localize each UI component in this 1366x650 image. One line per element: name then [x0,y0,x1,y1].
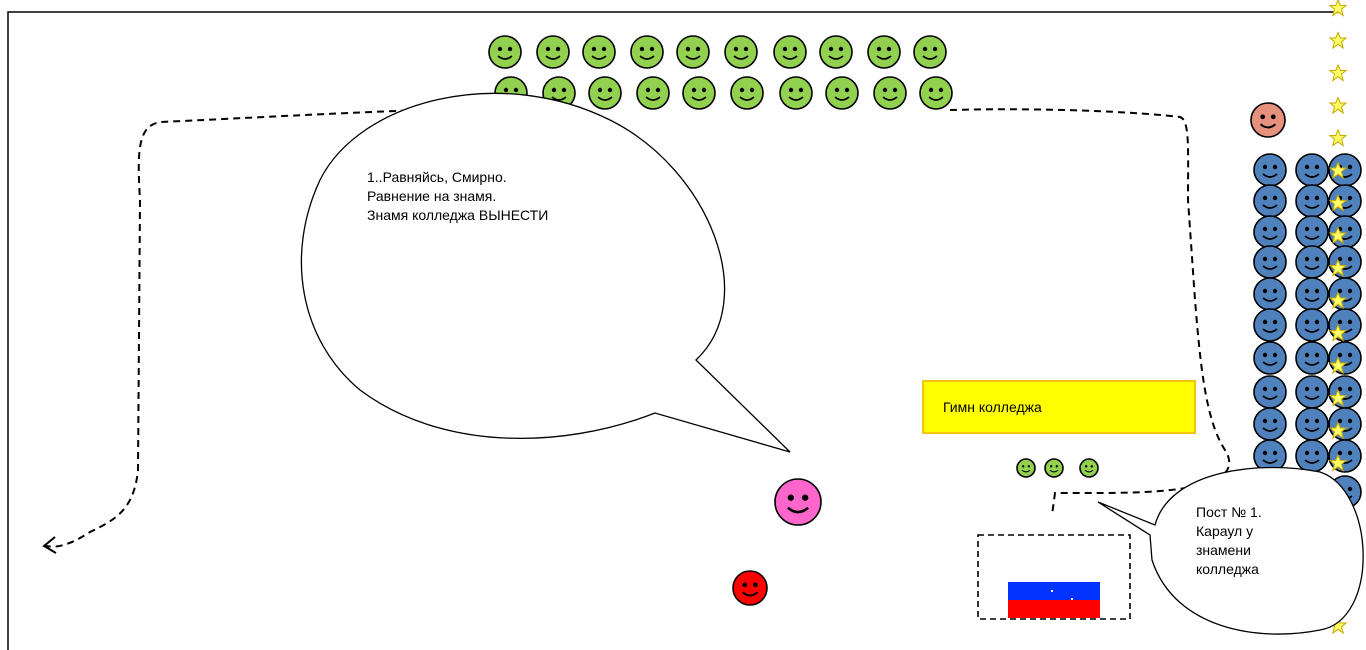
blue-smiley [1295,184,1329,218]
route-arrowhead [42,536,57,554]
blue-smiley [1295,308,1329,342]
blue-smiley [1253,308,1287,342]
blue-smiley [1295,245,1329,279]
star-icon [1329,64,1347,81]
blue-smiley [1253,341,1287,375]
guard-post-area [977,534,1131,620]
green-smiley [730,76,764,110]
blue-smiley [1295,439,1329,473]
blue-smiley [1253,245,1287,279]
green-smiley [676,35,710,69]
green-smiley [582,35,616,69]
green-smiley [724,35,758,69]
flag-red-stripe [1008,600,1100,618]
red-smiley [732,570,768,606]
blue-smiley [1328,215,1362,249]
guard-smiley [1016,458,1036,478]
speech-bubble-post [1097,466,1364,635]
area-border [7,11,1340,650]
blue-smiley [1253,277,1287,311]
blue-smiley [1295,341,1329,375]
green-smiley [913,35,947,69]
green-smiley [773,35,807,69]
green-smiley [588,76,622,110]
anthem-box [922,380,1196,434]
speaker-smiley [774,478,822,526]
green-smiley [779,76,813,110]
star-icon [1329,97,1347,114]
blue-smiley [1253,375,1287,409]
green-smiley [919,76,953,110]
anthem-label: Гимн колледжа [943,399,1042,415]
blue-smiley [1295,277,1329,311]
post-text: Пост № 1. Караул у знамени колледжа [1196,504,1262,577]
star-icon [1329,129,1347,146]
guard-smiley [1079,458,1099,478]
blue-smiley [1253,153,1287,187]
blue-smiley [1295,215,1329,249]
flag-blue-stripe [1008,582,1100,600]
blue-smiley [1295,153,1329,187]
green-smiley [867,35,901,69]
green-smiley [682,76,716,110]
blue-smiley [1253,407,1287,441]
blue-smiley [1295,407,1329,441]
blue-smiley [1295,375,1329,409]
speech-bubble-command [300,92,791,453]
guard-smiley [1044,458,1064,478]
green-smiley [536,35,570,69]
green-row-students [488,35,953,110]
green-smiley [819,35,853,69]
green-smiley [630,35,664,69]
command-text: 1..Равняйсь, Смирно. Равнение на знамя. … [367,169,549,223]
green-smiley [488,35,522,69]
green-smiley [636,76,670,110]
blue-smiley [1253,215,1287,249]
green-smiley [873,76,907,110]
star-icon [1329,0,1347,16]
green-smiley [825,76,859,110]
blue-smiley [1253,184,1287,218]
commander-smiley [1250,102,1286,138]
star-icon [1329,32,1347,49]
